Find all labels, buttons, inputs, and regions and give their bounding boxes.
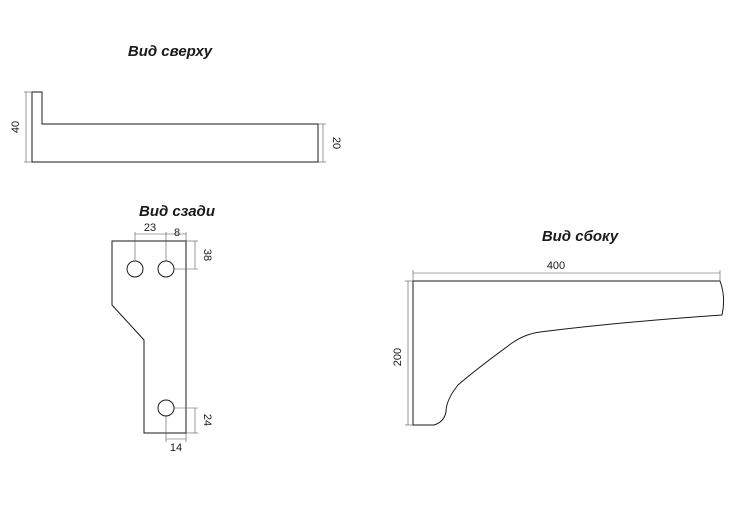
back-view-dim-bottom-width-label: 14 bbox=[170, 442, 182, 454]
back-view-dim-top-offset-label: 38 bbox=[201, 249, 213, 261]
back-view-hole-bottom bbox=[157, 399, 175, 417]
back-view-dim-top-offset: 38 bbox=[174, 240, 213, 270]
side-view-dim-length-label: 400 bbox=[547, 260, 565, 272]
side-view-dim-height: 200 bbox=[392, 280, 413, 426]
top-view-outline bbox=[31, 91, 319, 163]
back-view-dim-hole-offset-label: 23 bbox=[144, 222, 156, 234]
back-view-dim-top-row: 23 8 bbox=[134, 222, 187, 261]
back-view-dim-bottom-width: 14 bbox=[165, 416, 187, 454]
back-view-dim-hole-gap-label: 8 bbox=[174, 227, 180, 239]
top-view-dim-thickness: 20 bbox=[318, 123, 342, 163]
back-view-outline bbox=[111, 240, 187, 434]
side-view: Вид сбоку 400 200 bbox=[392, 228, 725, 426]
side-view-title: Вид сбоку bbox=[542, 228, 619, 245]
side-view-dim-length: 400 bbox=[412, 260, 721, 281]
top-view-dim-height: 40 bbox=[10, 91, 32, 163]
side-view-dim-height-label: 200 bbox=[392, 348, 404, 366]
back-view-hole-top-right bbox=[157, 260, 175, 278]
top-view-dim-height-label: 40 bbox=[10, 121, 22, 133]
back-view: Вид сзади 23 8 38 24 bbox=[111, 203, 215, 454]
back-view-hole-top-left bbox=[126, 260, 144, 278]
back-view-title: Вид сзади bbox=[139, 203, 215, 220]
top-view-title: Вид сверху bbox=[128, 43, 213, 60]
back-view-dim-bottom-offset: 24 bbox=[174, 407, 213, 434]
back-view-dim-bottom-offset-label: 24 bbox=[201, 414, 213, 426]
top-view-dim-thickness-label: 20 bbox=[330, 137, 342, 149]
top-view: Вид сверху 40 20 bbox=[10, 43, 342, 163]
side-view-outline bbox=[412, 280, 725, 426]
